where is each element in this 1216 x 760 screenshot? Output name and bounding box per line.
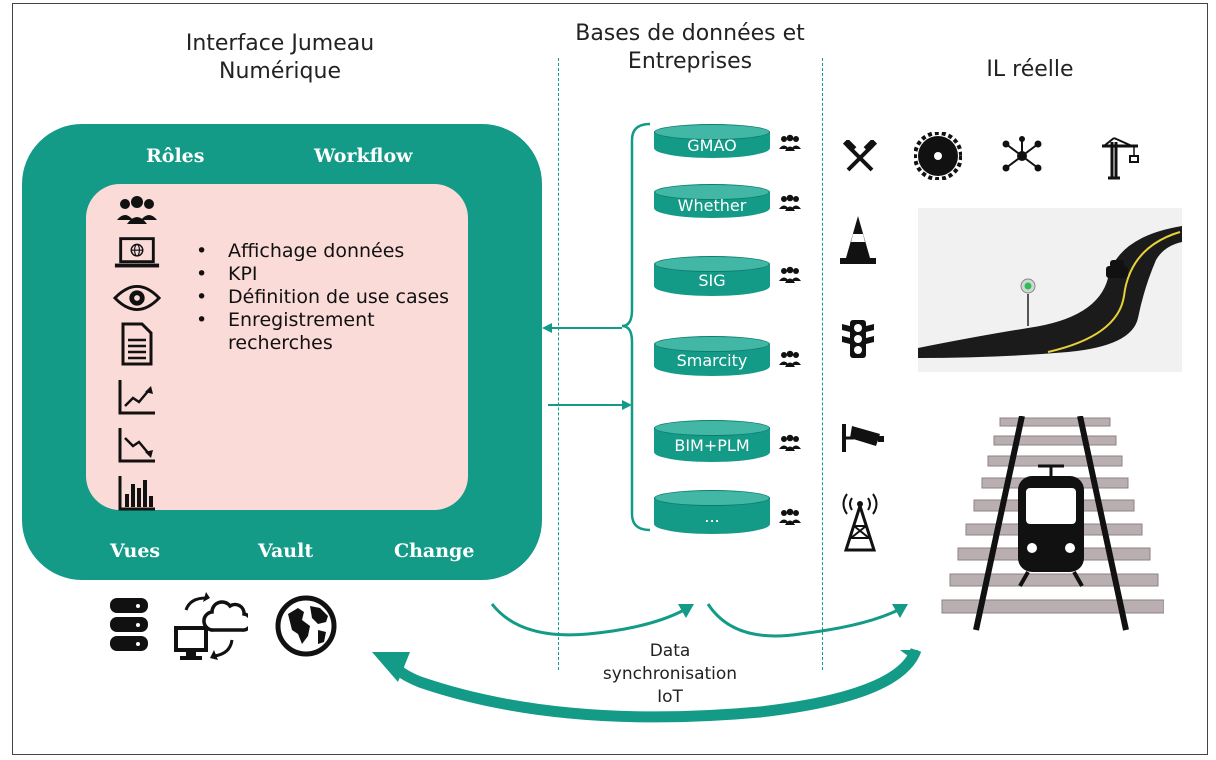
heading-digital-twin: Interface Jumeau Numérique [160,30,400,86]
cylinder-top [654,420,770,436]
heading-databases-line1: Bases de données et [575,21,805,46]
heading-databases: Bases de données et Entreprises [560,20,820,76]
list-item: Enregistrement recherches [190,309,470,355]
saw-blade-icon [914,132,962,180]
cylinder-top [654,336,770,352]
diagram-frame [12,3,1208,755]
database-sig: SIG [654,256,770,296]
sync-label-line2: synchronisation [602,664,738,684]
heading-real-infrastructure: IL réelle [940,56,1120,84]
database-whether: Whether [654,184,770,218]
sync-label-line3: IoT [657,687,683,707]
railway-image [941,416,1164,631]
label-workflow: Workflow [314,145,413,167]
database-smarcity: Smarcity [654,336,770,376]
database-gmao: GMAO [654,124,770,158]
chart-down-icon [113,426,161,464]
database-label: Whether [677,195,747,215]
document-icon [113,322,161,366]
cloud-sync-icon [172,590,253,670]
cylinder-top [654,490,770,506]
heading-digital-twin-line2: Numérique [219,59,341,84]
traffic-light-icon [842,320,874,358]
database-icon [108,596,150,658]
label-change: Change [394,540,475,562]
users-icon [779,434,801,451]
tools-icon [842,140,878,172]
database-label: ... [704,506,720,526]
antenna-tower-icon [842,493,878,552]
laptop-globe-icon [113,236,161,272]
heading-databases-line2: Entreprises [627,49,753,74]
chart-up-icon [113,378,161,416]
list-item: Définition de use cases [190,286,470,309]
database-label: GMAO [687,135,737,155]
database-label: Smarcity [676,350,748,370]
list-item: KPI [190,263,470,286]
users-icon [779,194,801,211]
sync-label: Data synchronisation IoT [560,640,780,709]
users-icon [113,196,161,228]
separator-right [822,58,823,670]
cylinder-top [654,124,770,140]
label-vault: Vault [258,540,314,562]
cylinder-top [654,184,770,200]
eye-icon [113,282,161,314]
heading-digital-twin-line1: Interface Jumeau [185,31,375,56]
road-image [918,208,1182,372]
sync-label-line1: Data [649,641,691,661]
database-label: SIG [698,270,726,290]
database-bim-plm: BIM+PLM [654,420,770,462]
list-item: Affichage données [190,240,470,263]
users-icon [779,508,801,525]
label-roles: Rôles [146,145,205,167]
network-icon [1002,136,1042,172]
cylinder-top [654,256,770,272]
camera-icon [842,424,884,452]
crane-icon [1102,137,1139,180]
users-icon [779,350,801,367]
users-icon [779,266,801,283]
database-other: ... [654,490,770,534]
heading-real-infrastructure-text: IL réelle [986,57,1074,82]
users-icon [779,134,801,151]
globe-icon [274,594,338,662]
separator-left [558,58,559,670]
label-views: Vues [110,540,161,562]
twin-features-list: Affichage données KPI Définition de use … [190,240,470,355]
bar-chart-icon [113,474,161,512]
traffic-cone-icon [840,216,876,264]
database-label: BIM+PLM [674,435,750,455]
